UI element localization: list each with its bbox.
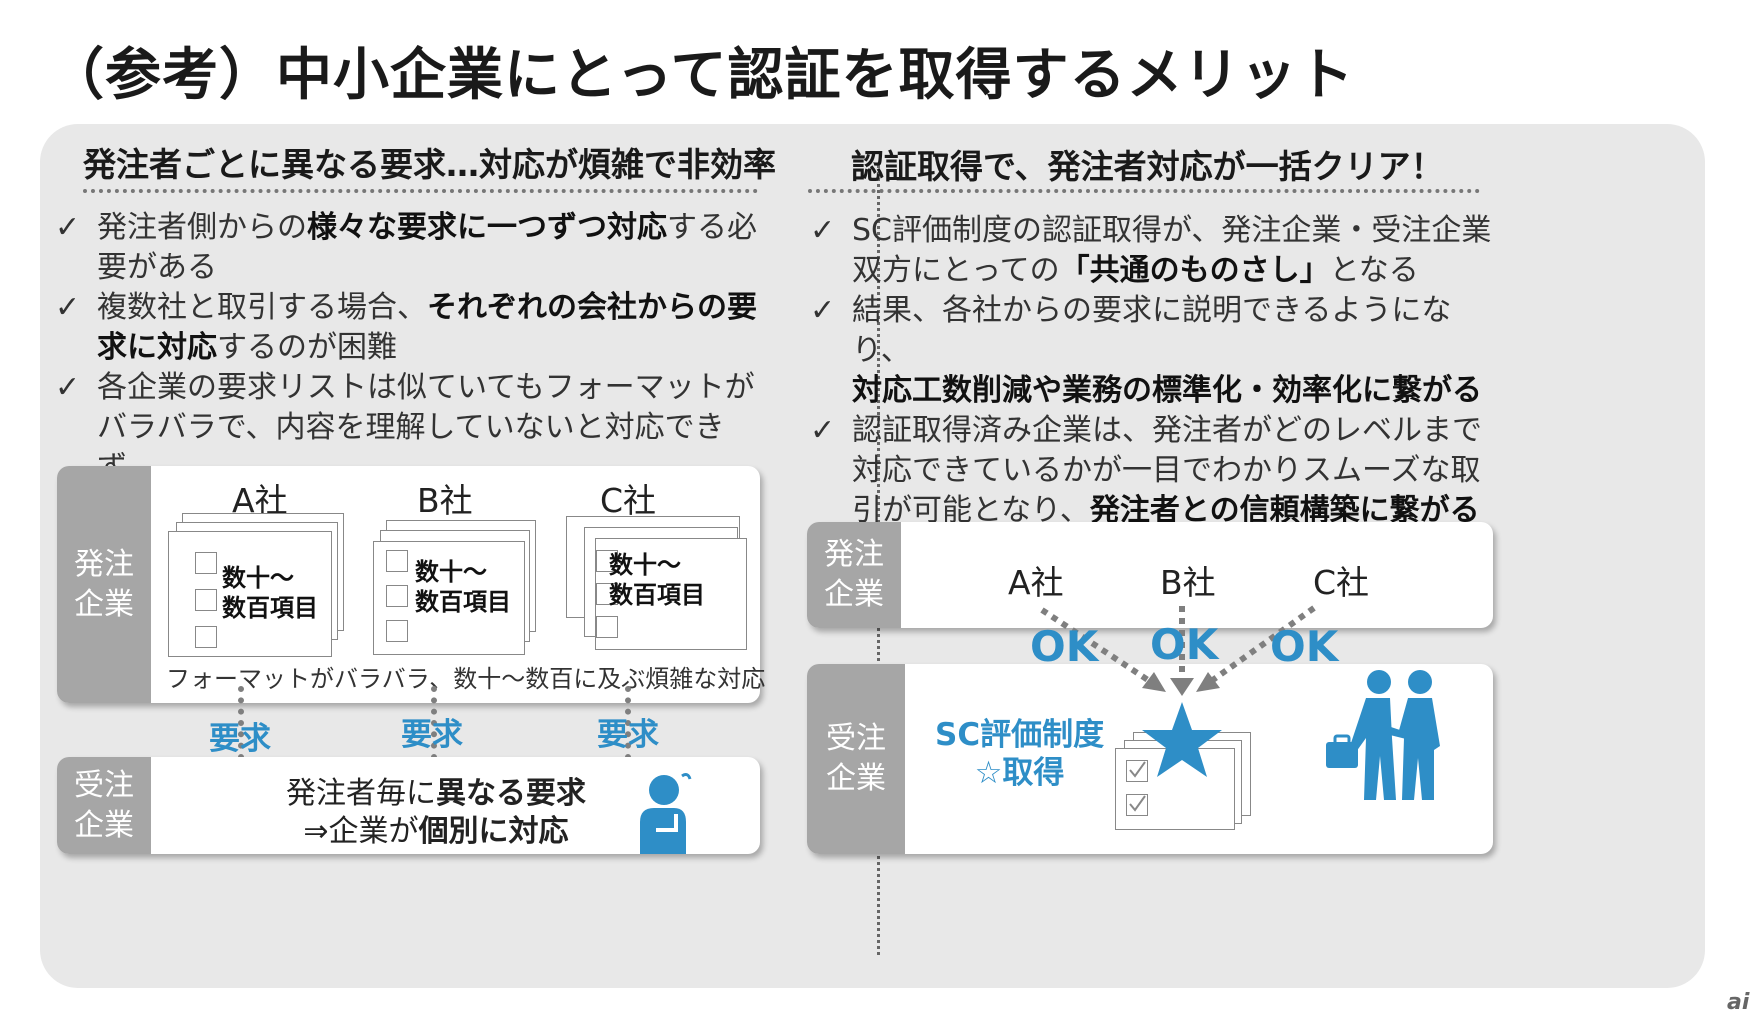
bullet-line: 結果、各社からの要求に説明できるようになり、 [852, 291, 1500, 371]
bullet-line: 対応できているかが一目でわかりスムーズな取 [852, 451, 1500, 491]
body-text: 対応できているかが一目でわかりスムーズな取 [852, 453, 1481, 488]
checkbox-icon [596, 583, 618, 605]
supplier-label: 受注企業 [807, 664, 905, 854]
checkbox-icon [596, 616, 618, 638]
right-orderer-card: 発注企業 [807, 522, 1493, 628]
request-arrow-line [431, 686, 437, 760]
bullet-line: 要がある [97, 248, 775, 288]
left-heading-rule [83, 189, 758, 193]
orderer-label: 発注企業 [807, 522, 901, 628]
body-text: 認証取得済み企業は、発注者がどのレベルまで [852, 413, 1482, 448]
bullet-line: 双方にとっての「共通のものさし」となる [852, 251, 1500, 291]
bullet-item: ✓発注者側からの様々な要求に一つずつ対応する必要がある [55, 208, 775, 288]
bullet-line: 各企業の要求リストは似ていてもフォーマットが [97, 368, 775, 408]
request-label: 要求 [401, 717, 463, 753]
body-text: SC評価制度の認証取得が、発注企業・受注企業 [852, 213, 1492, 248]
checkmark-icon: ✓ [810, 413, 836, 448]
emphasis-text: 対応工数削減や業務の標準化・効率化に繋がる [852, 373, 1482, 408]
company-c-label: C社 [600, 481, 657, 520]
bullet-item: ✓ SC評価制度の認証取得が、発注企業・受注企業双方にとっての「共通のものさし」と… [810, 211, 1500, 291]
ok-label: OK [1030, 622, 1099, 671]
checkmark-icon: ✓ [810, 213, 836, 248]
doc-sheet [595, 538, 747, 650]
body-text: 複数社と取引する場合、 [97, 290, 427, 325]
checkmark-icon: ✓ [810, 293, 836, 328]
body-text: 双方にとっての [852, 253, 1060, 288]
company-c-label: C社 [1313, 563, 1370, 602]
doc-count-text: 数十～数百項目 [415, 558, 511, 616]
doc-count-text: 数十～数百項目 [609, 551, 705, 609]
right-heading: 認証取得で、発注者対応が一括クリア！ [851, 147, 1444, 186]
checkbox-icon [386, 585, 408, 607]
bullet-line: 認証取得済み企業は、発注者がどのレベルまで [852, 411, 1500, 451]
bullet-item: ✓ 結果、各社からの要求に説明できるようになり、対応工数削減や業務の標準化・効率化… [810, 291, 1500, 411]
star-icon [1142, 702, 1222, 777]
checkmark-icon: ✓ [55, 210, 81, 245]
emphasis-text: 「共通のものさし」 [1059, 253, 1330, 288]
bullet-line: 対応工数削減や業務の標準化・効率化に繋がる [852, 371, 1500, 411]
bullet-item: ✓複数社と取引する場合、それぞれの会社からの要求に対応するのが困難 [55, 288, 775, 368]
arrow-head-icon [1196, 672, 1220, 692]
bullet-line: 発注者側からの様々な要求に一つずつ対応する必 [97, 208, 775, 248]
orderer-label: 発注企業 [57, 466, 151, 703]
request-arrow-line [625, 686, 631, 760]
ok-label: OK [1150, 620, 1219, 669]
company-b-label: B社 [417, 481, 473, 520]
checkbox-icon [195, 589, 217, 611]
body-text: ⇒企業が [303, 814, 419, 849]
logo: ai [1727, 990, 1750, 1015]
emphasis-text: 様々な要求に一つずつ対応 [307, 210, 667, 245]
body-text: 結果、各社からの要求に説明できるようになり、 [852, 293, 1452, 368]
bullet-line: 複数社と取引する場合、それぞれの会社からの要 [97, 288, 775, 328]
supplier-statement: 発注者毎に異なる要求 ⇒企業が個別に対応 [286, 775, 586, 851]
body-text: 各企業の要求リストは似ていてもフォーマットが [97, 370, 755, 405]
sc-certification-label: SC評価制度☆取得 [935, 717, 1105, 791]
company-b-label: B社 [1160, 563, 1216, 602]
bullet-item: ✓ 認証取得済み企業は、発注者がどのレベルまで対応できているかが一目でわかりスムー… [810, 411, 1500, 531]
checkmark-icons [1129, 761, 1146, 812]
request-label: 要求 [209, 721, 271, 757]
bullet-line: SC評価制度の認証取得が、発注企業・受注企業 [852, 211, 1500, 251]
format-note: フォーマットがバラバラ、数十～数百に及ぶ煩雑な対応 [166, 665, 766, 693]
arrow-head-icon [1170, 678, 1194, 696]
supplier-label: 受注企業 [57, 757, 151, 854]
converging-arrows [1040, 605, 1316, 696]
page-title: （参考）中小企業にとって認証を取得するメリット [48, 43, 1355, 108]
handshake-icon [1326, 670, 1440, 800]
request-arrow-line [238, 686, 244, 760]
doc-count-text: 数十～数百項目 [222, 564, 318, 622]
body-text: するのが困難 [217, 330, 397, 365]
company-a-label: A社 [1008, 563, 1064, 602]
emphasis-text: 個別に対応 [418, 814, 569, 849]
checkmark-icon: ✓ [55, 370, 81, 405]
emphasis-text: 異なる要求 [436, 776, 586, 811]
ok-label: OK [1270, 622, 1339, 671]
arrow-head-icon [1142, 672, 1166, 692]
body-text: となる [1329, 253, 1419, 288]
thinking-person-icon [640, 773, 692, 854]
request-label: 要求 [597, 717, 659, 753]
bullet-line: 求に対応するのが困難 [97, 328, 775, 368]
body-text: 発注者側からの [97, 210, 307, 245]
body-text: 要がある [97, 250, 217, 285]
right-heading-rule [808, 189, 1480, 193]
checkmark-icon: ✓ [55, 290, 81, 325]
emphasis-text: それぞれの会社からの要 [427, 290, 757, 325]
left-heading: 発注者ごとに異なる要求…対応が煩雑で非効率 [83, 145, 776, 184]
emphasis-text: 求に対応 [97, 330, 217, 365]
right-bullet-list: ✓ SC評価制度の認証取得が、発注企業・受注企業双方にとっての「共通のものさし」と… [810, 211, 1500, 531]
checkbox-icon [195, 552, 217, 574]
checkbox-icon [596, 550, 618, 572]
checkbox-icon [386, 620, 408, 642]
body-text: 発注者毎に [286, 776, 436, 811]
checkbox-icon [386, 550, 408, 572]
checkbox-icon [195, 626, 217, 648]
body-text: する必 [667, 210, 757, 245]
